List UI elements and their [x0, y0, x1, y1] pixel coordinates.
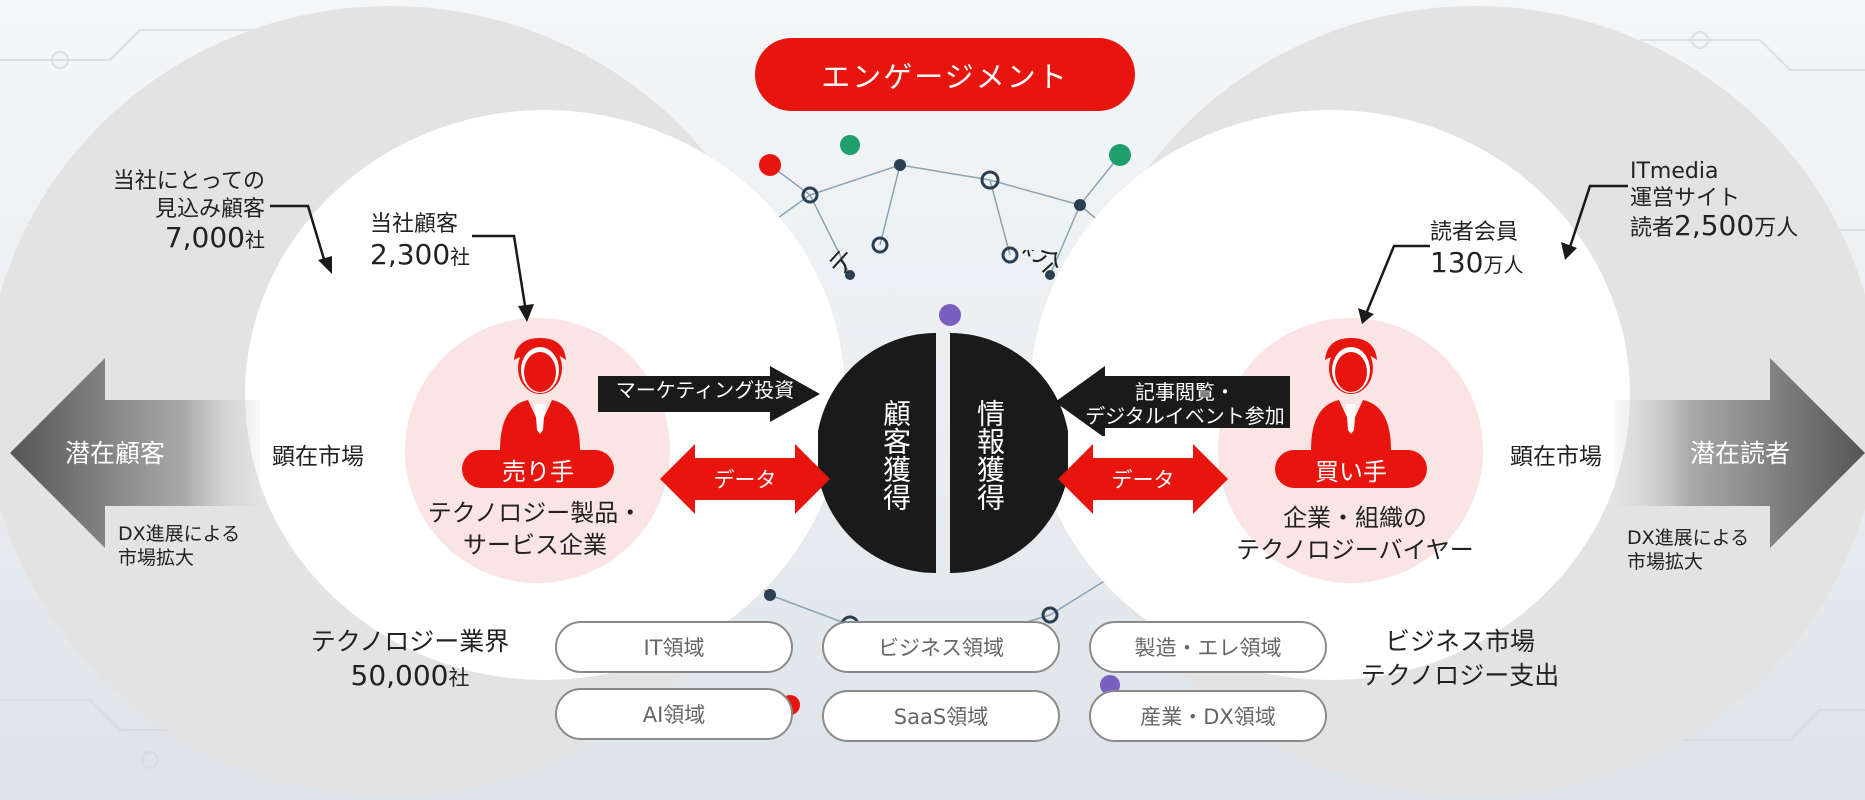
domain-pill-business: ビジネス領域 [822, 621, 1060, 673]
svg-text:データ・情報の媒介: データ・情報の媒介 [823, 250, 1067, 282]
center-circle [818, 333, 1068, 573]
left-dx-note: DX進展による 市場拡大 [118, 523, 241, 569]
buyer-badge: 買い手 [1275, 450, 1427, 488]
potential-customer-arrow [10, 358, 260, 548]
marketing-label: マーケティング投資 [615, 378, 795, 402]
prospect-label: 当社にとっての 見込み顧客 7,000社 [112, 169, 265, 254]
customer-acquisition-label: 顧客獲得 [879, 399, 912, 511]
buyer-person-icon [1311, 338, 1391, 450]
domain-pill-manufacturing: 製造・エレ領域 [1089, 621, 1327, 673]
engagement-badge: エンゲージメント [755, 38, 1135, 111]
seller-badge: 売り手 [462, 450, 614, 488]
right-market-label: 顕在市場 [1510, 444, 1602, 470]
left-data-label: データ [713, 468, 777, 492]
article-label: 記事閲覧・ デジタルイベント参加 [1085, 380, 1285, 428]
readers-pointer-arrow [1561, 184, 1628, 260]
customer-pointer-arrow [472, 234, 534, 322]
marketing-arrow [598, 366, 820, 422]
domain-pill-industry-dx: 産業・DX領域 [1089, 690, 1327, 742]
members-pointer-arrow [1358, 244, 1430, 324]
customer-label: 当社顧客 2,300社 [370, 212, 471, 271]
buyer-description: 企業・組織の テクノロジーバイヤー [1236, 504, 1474, 564]
right-data-label: データ [1111, 468, 1175, 492]
right-dx-note: DX進展による 市場拡大 [1627, 527, 1750, 573]
domain-pill-it: IT領域 [555, 621, 793, 673]
industry-label: テクノロジー業界 50,000社 [310, 627, 510, 692]
left-market-label: 顕在市場 [272, 444, 364, 470]
site-readers-label: ITmedia 運営サイト 読者2,500万人 [1630, 159, 1799, 242]
prospect-pointer-arrow [270, 204, 332, 274]
domain-pill-saas: SaaS領域 [822, 690, 1060, 742]
business-market-label: ビジネス市場 テクノロジー支出 [1360, 627, 1560, 690]
right-data-arrow [1058, 444, 1228, 514]
members-label: 読者会員 130万人 [1430, 220, 1524, 279]
potential-reader-label: 潜在読者 [1689, 439, 1790, 468]
article-arrow [1055, 366, 1290, 436]
seller-person-icon [500, 338, 580, 450]
info-acquisition-label: 情報獲得 [973, 399, 1006, 511]
potential-reader-arrow [1615, 358, 1865, 548]
domain-pill-ai: AI領域 [555, 688, 793, 740]
left-data-arrow [660, 444, 830, 514]
seller-description: テクノロジー製品・ サービス企業 [427, 499, 643, 559]
potential-customer-label: 潜在顧客 [64, 439, 165, 468]
arc-label: データ・情報の媒介 [823, 250, 1067, 282]
